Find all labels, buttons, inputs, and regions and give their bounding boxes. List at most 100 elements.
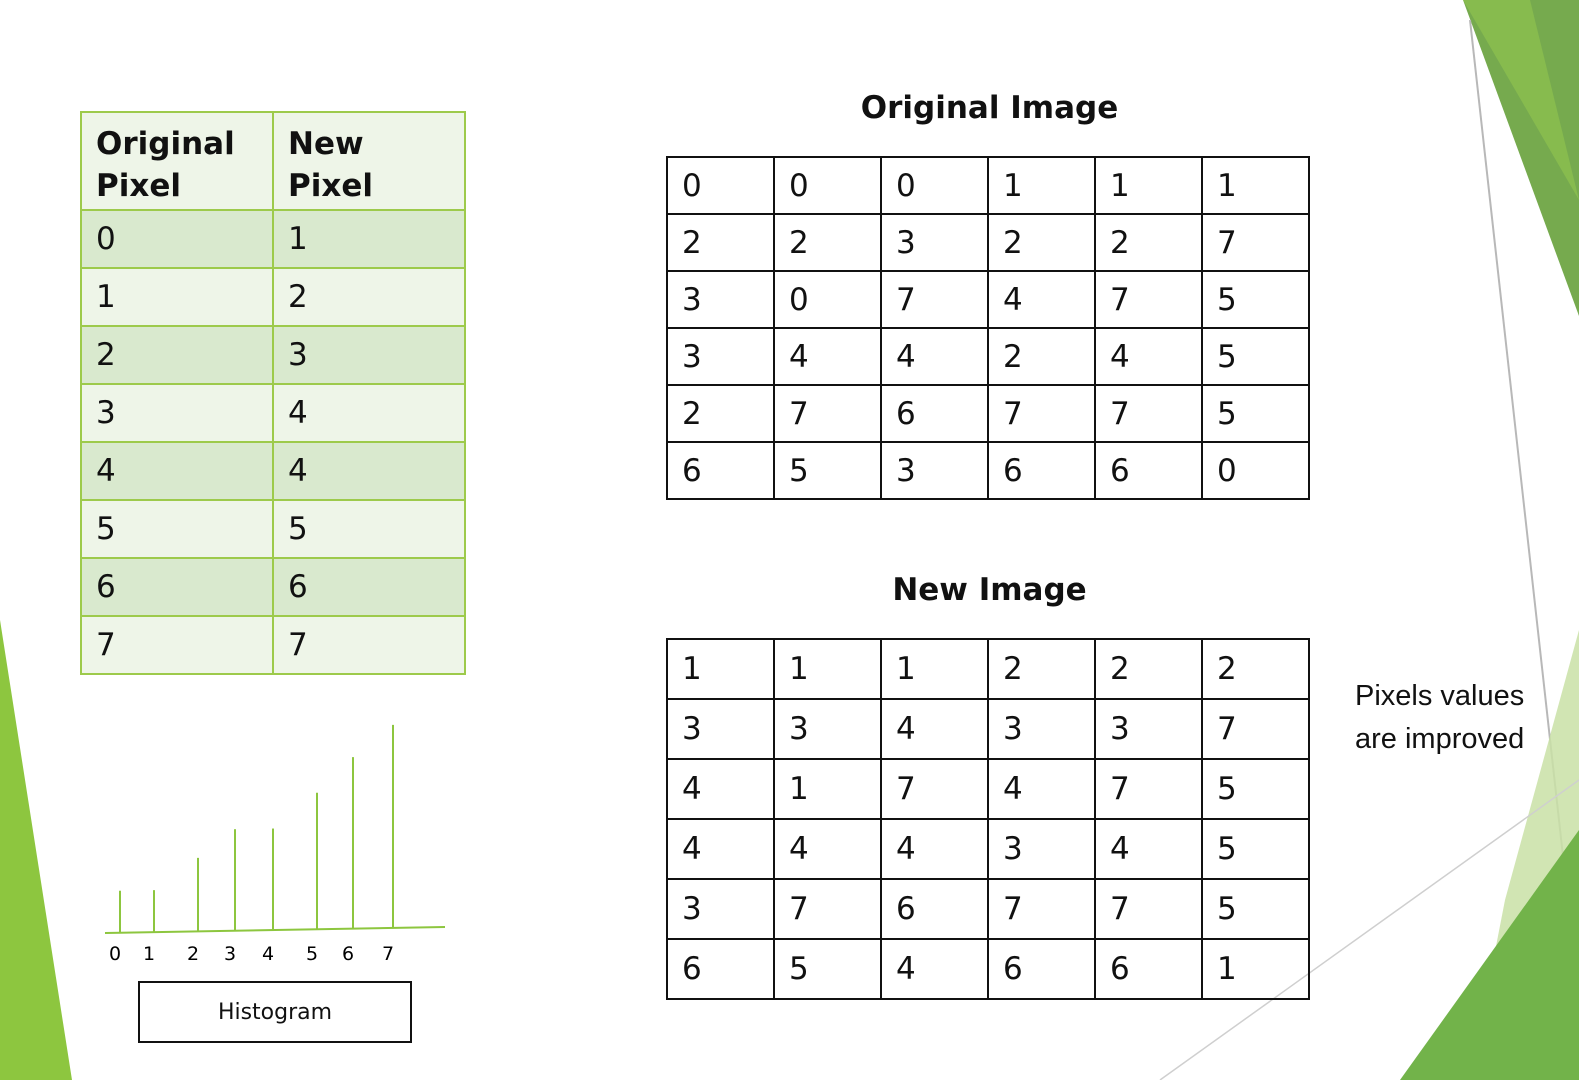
histogram-label-box: Histogram	[138, 981, 412, 1043]
pixel-cell: 6	[880, 384, 989, 443]
pixel-cell: 2	[1201, 638, 1310, 700]
pixel-cell: 0	[773, 156, 882, 215]
pixel-cell: 1	[987, 156, 1096, 215]
pixel-cell: 0	[1201, 441, 1310, 500]
new-pixel-cell: 6	[272, 557, 466, 617]
pixel-cell: 2	[666, 213, 775, 272]
pixel-cell: 4	[880, 818, 989, 880]
pixel-cell: 2	[1094, 638, 1203, 700]
original-pixel-cell: 1	[80, 267, 274, 327]
pixel-cell: 2	[987, 327, 1096, 386]
pixel-cell: 6	[666, 938, 775, 1000]
pixel-cell: 7	[1094, 384, 1203, 443]
pixel-cell: 4	[880, 698, 989, 760]
header-original-pixel: Original Pixel	[80, 111, 274, 211]
pixel-cell: 5	[773, 938, 882, 1000]
pixel-cell: 5	[1201, 270, 1310, 329]
histogram-tick-label: 7	[382, 943, 394, 965]
new-pixel-cell: 5	[272, 499, 466, 559]
pixel-cell: 7	[1094, 878, 1203, 940]
pixel-cell: 4	[1094, 327, 1203, 386]
pixel-cell: 7	[1201, 698, 1310, 760]
pixel-cell: 4	[666, 758, 775, 820]
pixel-cell: 6	[987, 938, 1096, 1000]
original-pixel-cell: 0	[80, 209, 274, 269]
pixel-cell: 7	[880, 270, 989, 329]
pixel-cell: 3	[880, 441, 989, 500]
pixel-cell: 6	[666, 441, 775, 500]
pixel-cell: 2	[773, 213, 882, 272]
pixel-cell: 6	[1094, 441, 1203, 500]
pixel-cell: 7	[1201, 213, 1310, 272]
pixel-cell: 3	[987, 698, 1096, 760]
histogram-tick-label: 5	[306, 943, 318, 965]
pixel-cell: 7	[987, 878, 1096, 940]
pixel-cell: 7	[880, 758, 989, 820]
pixel-cell: 7	[1094, 758, 1203, 820]
original-pixel-cell: 2	[80, 325, 274, 385]
histogram-tick-label: 6	[342, 943, 354, 965]
original-pixel-cell: 6	[80, 557, 274, 617]
original-pixel-cell: 3	[80, 383, 274, 443]
histogram-tick-label: 1	[143, 943, 155, 965]
pixel-cell: 1	[1201, 156, 1310, 215]
pixel-cell: 3	[666, 327, 775, 386]
pixel-cell: 2	[987, 213, 1096, 272]
pixel-cell: 7	[1094, 270, 1203, 329]
header-new-pixel: New Pixel	[272, 111, 466, 211]
pixel-cell: 4	[987, 758, 1096, 820]
pixel-cell: 6	[880, 878, 989, 940]
pixel-cell: 7	[987, 384, 1096, 443]
pixel-cell: 2	[987, 638, 1096, 700]
new-pixel-cell: 3	[272, 325, 466, 385]
pixel-cell: 4	[880, 938, 989, 1000]
histogram-tick-label: 0	[109, 943, 121, 965]
pixel-cell: 1	[666, 638, 775, 700]
pixel-cell: 4	[987, 270, 1096, 329]
original-pixel-cell: 4	[80, 441, 274, 501]
pixel-cell: 6	[987, 441, 1096, 500]
new-pixel-cell: 4	[272, 383, 466, 443]
pixel-cell: 7	[773, 878, 882, 940]
pixel-cell: 5	[1201, 327, 1310, 386]
new-pixel-cell: 7	[272, 615, 466, 675]
mapping-table-header-row: Original Pixel New Pixel	[80, 111, 466, 211]
pixel-cell: 5	[1201, 758, 1310, 820]
pixel-cell: 4	[773, 327, 882, 386]
histogram-tick-label: 3	[224, 943, 236, 965]
new-pixel-cell: 2	[272, 267, 466, 327]
pixel-cell: 2	[666, 384, 775, 443]
pixel-cell: 1	[1201, 938, 1310, 1000]
pixel-cell: 5	[1201, 384, 1310, 443]
pixel-cell: 1	[1094, 156, 1203, 215]
pixel-cell: 3	[666, 698, 775, 760]
pixel-cell: 5	[773, 441, 882, 500]
pixel-cell: 0	[666, 156, 775, 215]
pixel-cell: 4	[1094, 818, 1203, 880]
new-pixel-cell: 4	[272, 441, 466, 501]
pixel-cell: 1	[773, 758, 882, 820]
improvement-note: Pixels values are improved	[1355, 680, 1525, 755]
pixel-cell: 3	[773, 698, 882, 760]
pixel-cell: 3	[666, 270, 775, 329]
